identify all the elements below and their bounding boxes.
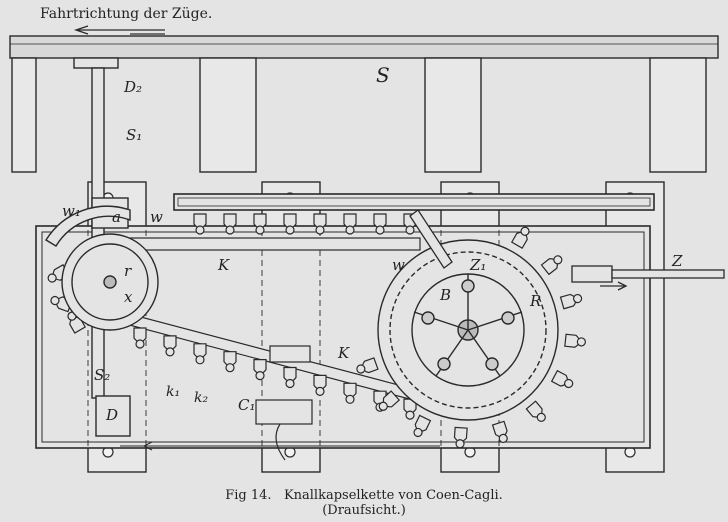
sleepers [11,57,707,173]
label-s1: S₁ [126,126,142,144]
detonator-cap [343,382,357,404]
detonator-cap [283,366,297,389]
label-rail: S [376,63,390,87]
detonator-cap [550,369,574,389]
bottom-wire [120,441,440,451]
direction-arrow [73,25,165,35]
detonator-cap [253,359,267,381]
detonator-cap [413,414,432,438]
detonator-cap [453,426,468,449]
label-z-rod: Z [671,252,683,270]
label-k-lower: K [337,344,350,362]
figure-subtitle: (Draufsicht.) [322,503,406,518]
rail [9,35,719,59]
detonator-cap [491,420,508,444]
detonator-cap [313,374,327,396]
detonator-cap [525,400,546,422]
detonator-cap [223,213,237,235]
label-w-arm: w [392,256,405,274]
label-r: r [124,262,132,280]
detonator-cap [163,335,177,357]
label-b: B [439,286,451,304]
label-a: a [112,208,121,226]
label-d-block: D [105,406,118,424]
label-d2: D₂ [123,78,142,96]
detonator-cap [193,343,207,365]
detonator-cap [510,226,530,249]
label-s2: S₂ [94,366,110,384]
small-wheel [45,205,159,331]
detonator-cap [378,390,401,411]
detonator-cap [343,213,357,235]
label-c1: C₁ [238,396,256,414]
detonator-cap [403,398,417,420]
detonator-cap [253,213,267,235]
upper-chain [119,237,421,251]
detonator-cap [356,357,379,374]
figure-title: Knallkapselkette von Coen-Cagli. [283,488,503,503]
detonator-cap [559,293,583,310]
direction-label: Fahrtrichtung der Züge. [40,6,212,22]
label-k-upper: K [217,256,230,274]
label-w: w [150,208,163,226]
detonator-cap [540,255,563,276]
detonator-cap [133,327,147,349]
label-k2: k₂ [194,390,208,406]
big-wheel [377,239,559,421]
arm-w [409,209,453,269]
detonator-cap [223,351,237,373]
detonator-cap [373,213,387,235]
label-z1: Z₁ [469,256,486,274]
detonator-cap [193,213,207,235]
lower-caps [133,327,417,420]
label-x: x [124,288,133,306]
detonator-cap [283,213,297,235]
detonator-cap [313,213,327,235]
c1-box [255,345,313,461]
caption-line-1: Fig 14. Knallkapselkette von Coen-Cagli. [0,488,728,503]
detonator-cap [564,333,586,348]
wheel-caps [356,226,586,449]
figure-number: Fig 14. [225,488,272,503]
label-r-big: R [529,292,541,310]
label-k1: k₁ [166,384,180,400]
label-w1: w₁ [62,202,81,220]
rod-z [571,265,725,291]
